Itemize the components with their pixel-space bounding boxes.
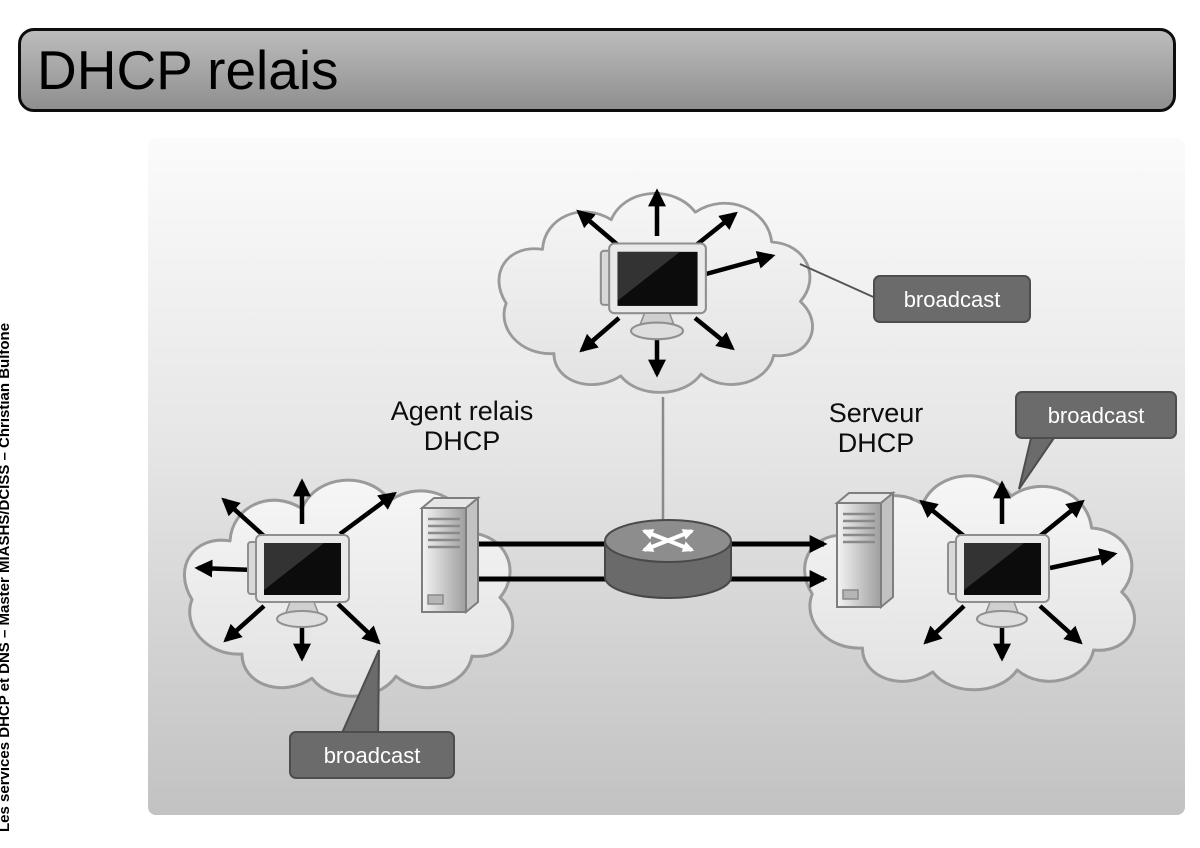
svg-text:DHCP: DHCP [838, 428, 915, 458]
slide-title-bar: DHCP relais [18, 28, 1176, 112]
page-title: DHCP relais [37, 38, 339, 101]
router-switch-arrows-icon [641, 529, 695, 552]
broadcast-arrows-right [919, 480, 1118, 662]
svg-text:Agent relais: Agent relais [391, 396, 534, 426]
broadcast-callout-left: broadcast [289, 649, 455, 779]
server-icon-dhcp [835, 491, 895, 609]
router-icon [604, 519, 732, 599]
svg-text:DHCP: DHCP [424, 426, 501, 456]
server-icon-relay-agent [420, 496, 480, 614]
svg-text:broadcast: broadcast [904, 287, 1001, 312]
broadcast-callout-top: broadcast [799, 263, 1031, 323]
agent-relais-label: Agent relais DHCP [391, 396, 534, 456]
svg-text:Serveur: Serveur [829, 398, 924, 428]
broadcast-arrows-left [194, 478, 397, 662]
callout-top-connector [799, 263, 881, 301]
svg-text:broadcast: broadcast [324, 743, 421, 768]
broadcast-callout-right: broadcast [1015, 391, 1177, 490]
serveur-dhcp-label: Serveur DHCP [829, 398, 924, 458]
svg-text:broadcast: broadcast [1048, 403, 1145, 428]
